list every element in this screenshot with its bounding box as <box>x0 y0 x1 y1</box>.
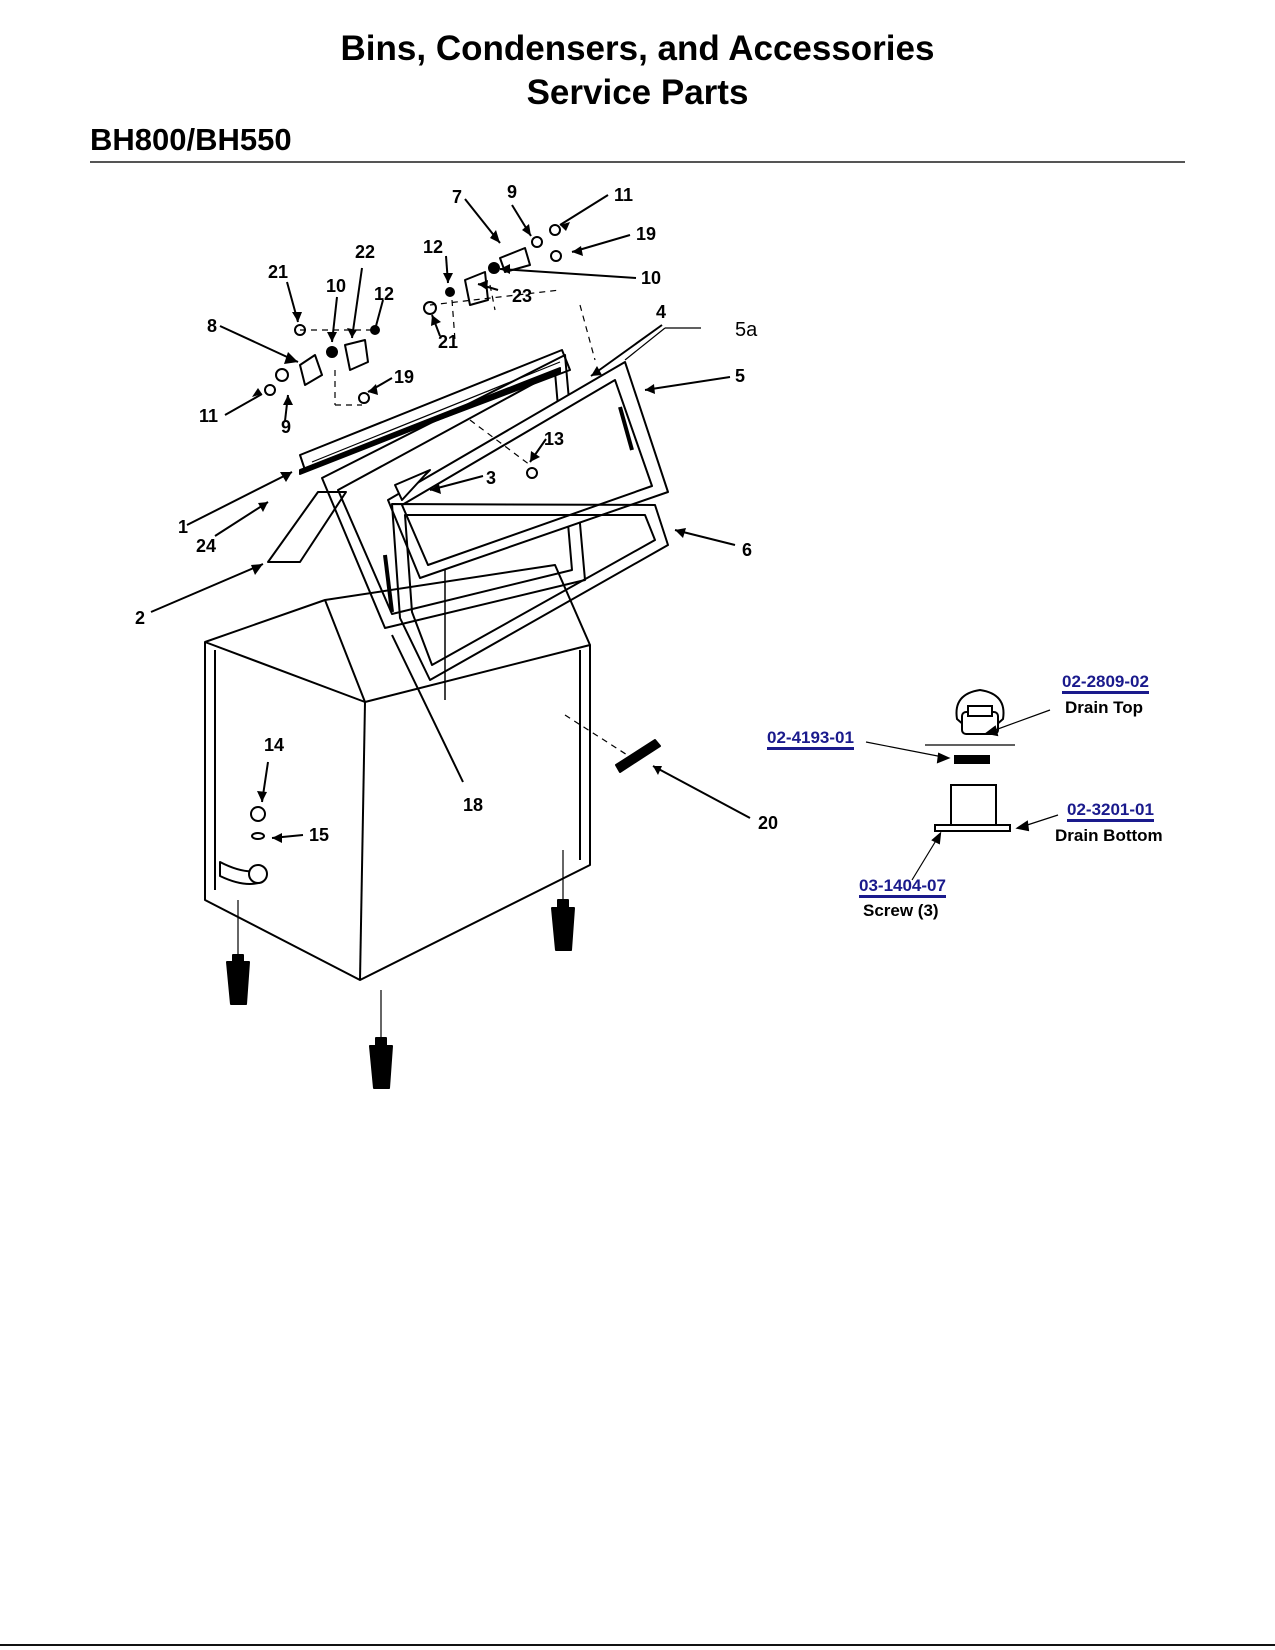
callout-12-right: 12 <box>423 237 443 257</box>
bin-lid-part-1 <box>299 349 571 475</box>
header-rule <box>90 161 1185 163</box>
leader-arrows <box>150 194 751 839</box>
callout-2: 2 <box>135 608 145 628</box>
gasket-part-2 <box>267 491 347 563</box>
hinge-left <box>264 324 380 404</box>
part-number-drain-gasket[interactable]: 02-4193-01 <box>767 728 854 750</box>
callout-21-right: 21 <box>438 332 458 352</box>
callout-11-left: 11 <box>199 406 218 426</box>
callout-18: 18 <box>463 795 483 815</box>
callout-5a: 5a <box>735 319 758 341</box>
callout-6: 6 <box>742 540 752 560</box>
part-number-drain-bottom[interactable]: 02-3201-01 <box>1067 800 1154 822</box>
hinge-right <box>423 224 562 479</box>
callout-11-right: 11 <box>614 185 633 205</box>
part-number-drain-top[interactable]: 02-2809-02 <box>1062 672 1149 694</box>
callout-19-left: 19 <box>394 367 414 387</box>
callout-8: 8 <box>207 316 217 336</box>
part-number-drain-screw[interactable]: 03-1404-07 <box>859 876 946 898</box>
frame-part-6 <box>391 503 669 681</box>
leg-right <box>551 850 575 951</box>
callout-24: 24 <box>196 536 216 556</box>
page-subtitle: Service Parts <box>526 73 749 112</box>
bin-drain-fitting <box>219 806 268 885</box>
callout-21-left: 21 <box>268 262 288 282</box>
callout-4: 4 <box>656 302 666 322</box>
callout-23: 23 <box>512 286 532 306</box>
strip-part-3 <box>394 469 431 501</box>
callout-3: 3 <box>486 468 496 488</box>
callout-20: 20 <box>758 813 778 833</box>
nameplate-part-20 <box>615 739 661 773</box>
leg-left <box>226 900 250 1005</box>
callout-9-left: 9 <box>281 417 291 437</box>
footer-rule <box>0 1644 1275 1646</box>
callout-1: 1 <box>178 517 188 537</box>
part-label-drain-screw: Screw (3) <box>863 901 939 920</box>
drain-assembly-detail <box>865 688 1059 881</box>
callout-10-right: 10 <box>641 268 661 288</box>
callout-10-left: 10 <box>326 276 346 296</box>
callout-15: 15 <box>309 825 329 845</box>
callout-22: 22 <box>355 242 375 262</box>
drain-bottom-part <box>934 784 1011 832</box>
bin-cabinet <box>204 560 591 981</box>
callout-9-right: 9 <box>507 182 517 202</box>
callout-19-right: 19 <box>636 224 656 244</box>
callout-5: 5 <box>735 366 745 386</box>
callout-14: 14 <box>264 735 284 755</box>
leg-front <box>369 990 393 1089</box>
part-label-drain-top: Drain Top <box>1065 698 1144 717</box>
part-label-drain-bottom: Drain Bottom <box>1055 826 1163 845</box>
callout-7: 7 <box>452 187 462 207</box>
drain-top-part <box>925 688 1015 746</box>
arrow-heads <box>251 222 686 843</box>
page-title: Bins, Condensers, and Accessories <box>340 29 935 68</box>
callout-12-left: 12 <box>374 284 394 304</box>
model-heading: BH800/BH550 <box>90 122 292 157</box>
callout-labels: 1 2 3 4 5 5a 6 7 8 9 9 10 10 11 11 12 12… <box>135 182 778 845</box>
callout-13: 13 <box>544 429 564 449</box>
drain-gasket-part <box>954 755 990 764</box>
